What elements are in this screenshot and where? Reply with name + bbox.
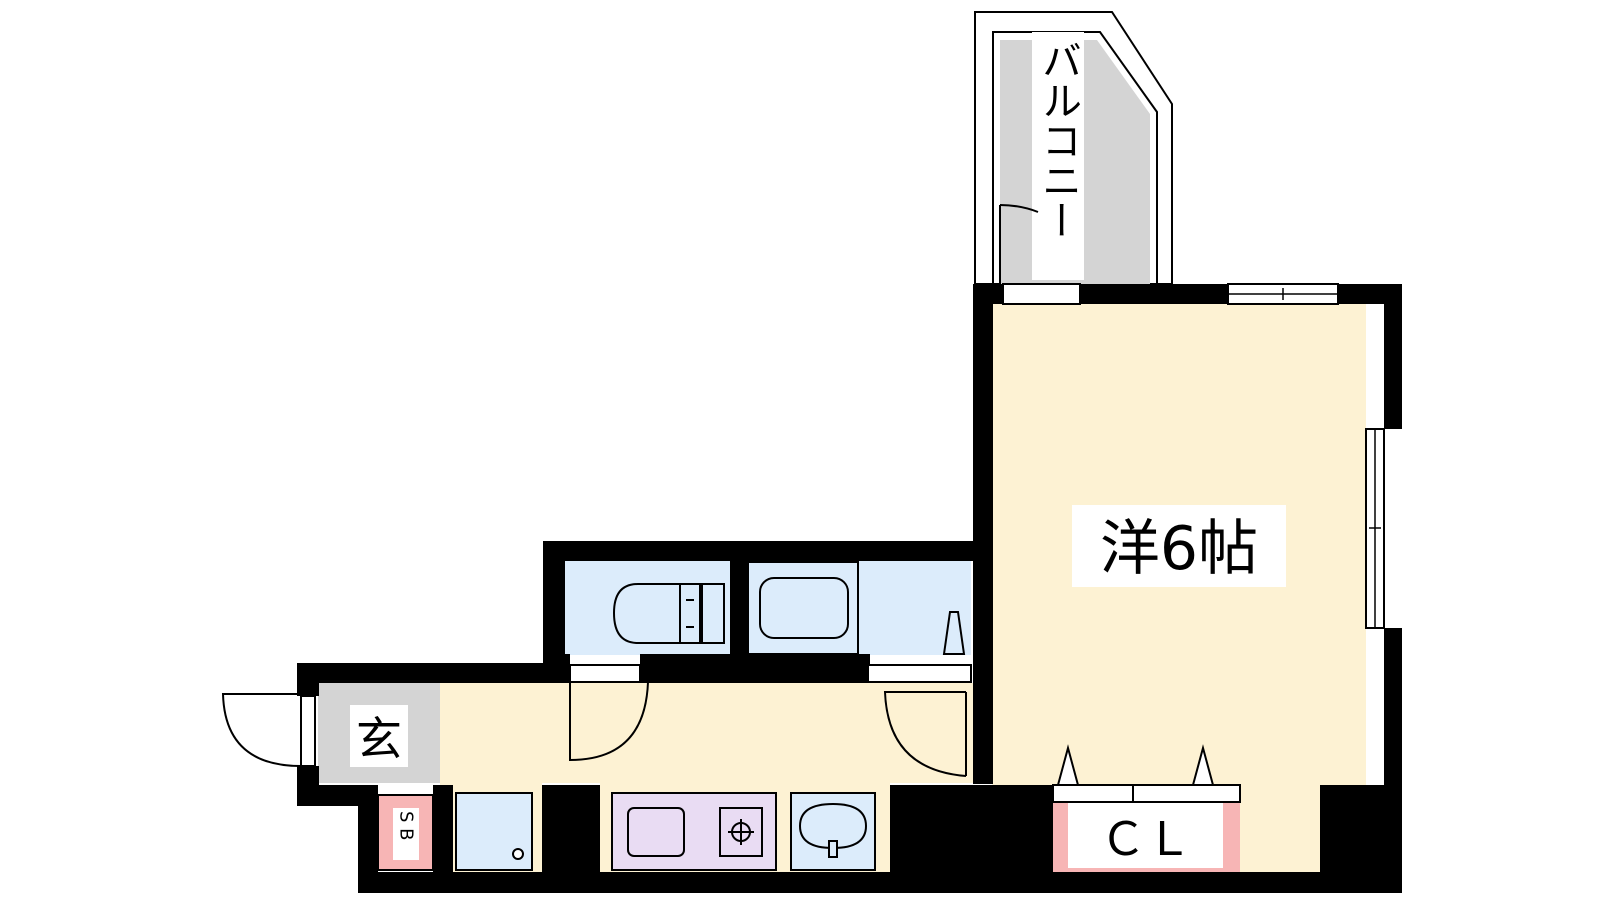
toilet-door [569,664,649,762]
balcony-door-arc [999,204,1039,213]
balcony-label: バルコニー [1035,40,1081,240]
kitchen-counter [611,792,777,871]
western-room-label-bg [1072,505,1286,587]
stove-burner-icon [728,819,754,845]
bathtub-icon [747,561,966,655]
bath-door [867,664,972,777]
shoe-box-label: S B [396,811,417,841]
balcony-door [1002,283,1081,305]
balcony-label-bg [1032,32,1084,280]
entrance-label: 玄 [356,712,402,766]
balcony: バルコニー [974,11,1173,285]
wash-basin-icon [790,792,876,871]
shoe-box: S B [377,794,434,871]
right-window [1365,428,1385,629]
entrance-label-bg [350,705,408,767]
closet-door-left [1056,744,1080,786]
closet-door-right [1191,744,1215,786]
washer-space-icon [455,792,533,871]
walls [297,284,1402,893]
top-window [1227,283,1339,305]
western-room-label: 洋6帖 [1100,514,1258,584]
closet: ＣＬ [1052,744,1241,872]
closet-label: ＣＬ [1100,812,1192,866]
toilet-icon [612,583,725,644]
closet-floor-right [1240,783,1320,873]
entrance-door [221,693,316,767]
